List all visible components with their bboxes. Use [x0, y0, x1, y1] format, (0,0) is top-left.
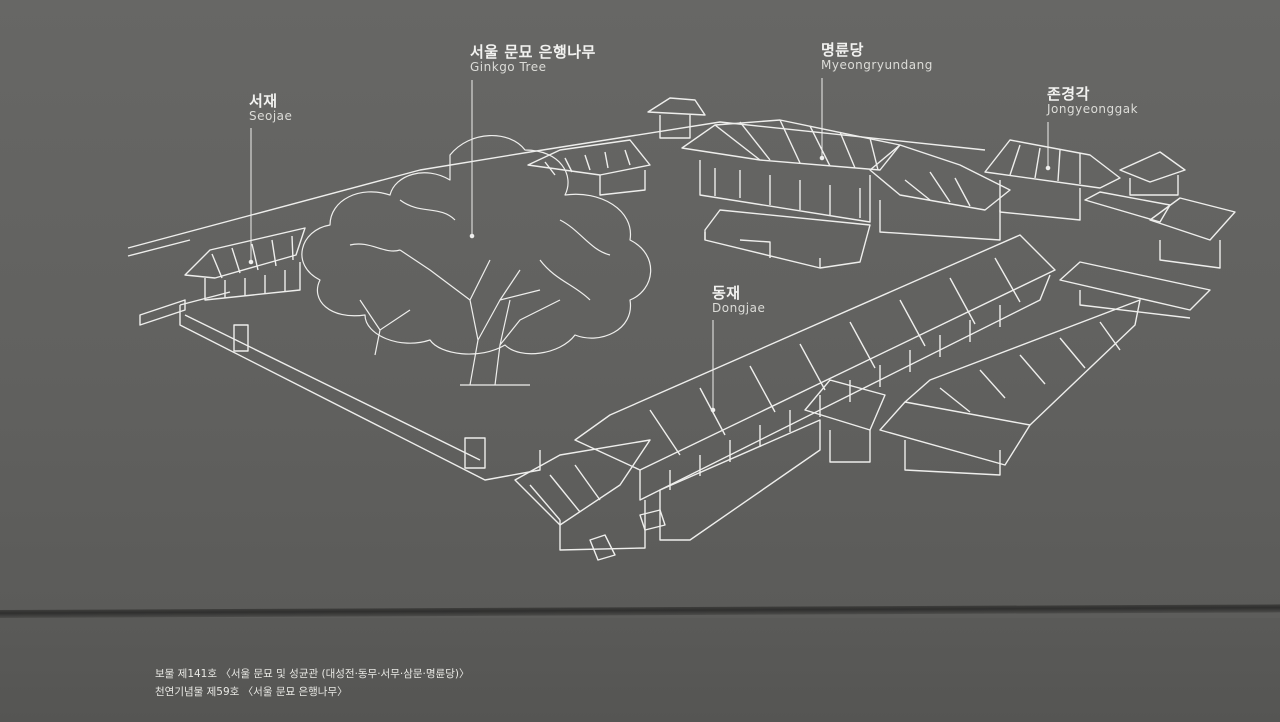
- inner-courtyard-buildings: [659, 261, 1211, 541]
- label-seojae-en: Seojae: [249, 109, 293, 124]
- jongyeonggak-building: [984, 139, 1236, 269]
- label-myeongryundang: 명륜당 Myeongryundang: [821, 41, 933, 73]
- label-seojae: 서재 Seojae: [249, 92, 293, 124]
- label-leader-lines: [248, 78, 1051, 413]
- label-myeongryundang-ko: 명륜당: [821, 41, 864, 59]
- label-ginkgo: 서울 문묘 은행나무 Ginkgo Tree: [470, 43, 596, 75]
- lower-plate: [0, 618, 1280, 722]
- dongjae-building: [514, 234, 1056, 561]
- north-pavilions: [527, 97, 706, 196]
- label-myeongryundang-en: Myeongryundang: [821, 58, 933, 73]
- label-jongyeonggak: 존경각 Jongyeonggak: [1047, 85, 1139, 117]
- label-seojae-ko: 서재: [249, 92, 278, 110]
- ginkgo-tree: [301, 135, 652, 386]
- seojae-building: [184, 227, 306, 301]
- footnote-natural-monument: 천연기념물 제59호 〈서울 문묘 은행나무〉: [155, 686, 348, 698]
- label-dongjae-ko: 동재: [712, 284, 741, 302]
- footnote-treasure: 보물 제141호 〈서울 문묘 및 성균관 (대성전·동무·서무·삼문·명륜당)…: [155, 668, 470, 680]
- courtyard-wall: [127, 121, 986, 481]
- myeongryundang-building: [681, 119, 1011, 269]
- sign-board: [0, 0, 1280, 612]
- label-dongjae-en: Dongjae: [712, 301, 766, 316]
- label-dongjae: 동재 Dongjae: [712, 284, 766, 316]
- label-jongyeonggak-en: Jongyeonggak: [1047, 102, 1139, 117]
- label-ginkgo-ko: 서울 문묘 은행나무: [470, 43, 596, 61]
- label-ginkgo-en: Ginkgo Tree: [470, 60, 547, 75]
- seonggyungwan-illustration: [127, 78, 1236, 561]
- label-jongyeonggak-ko: 존경각: [1047, 85, 1090, 103]
